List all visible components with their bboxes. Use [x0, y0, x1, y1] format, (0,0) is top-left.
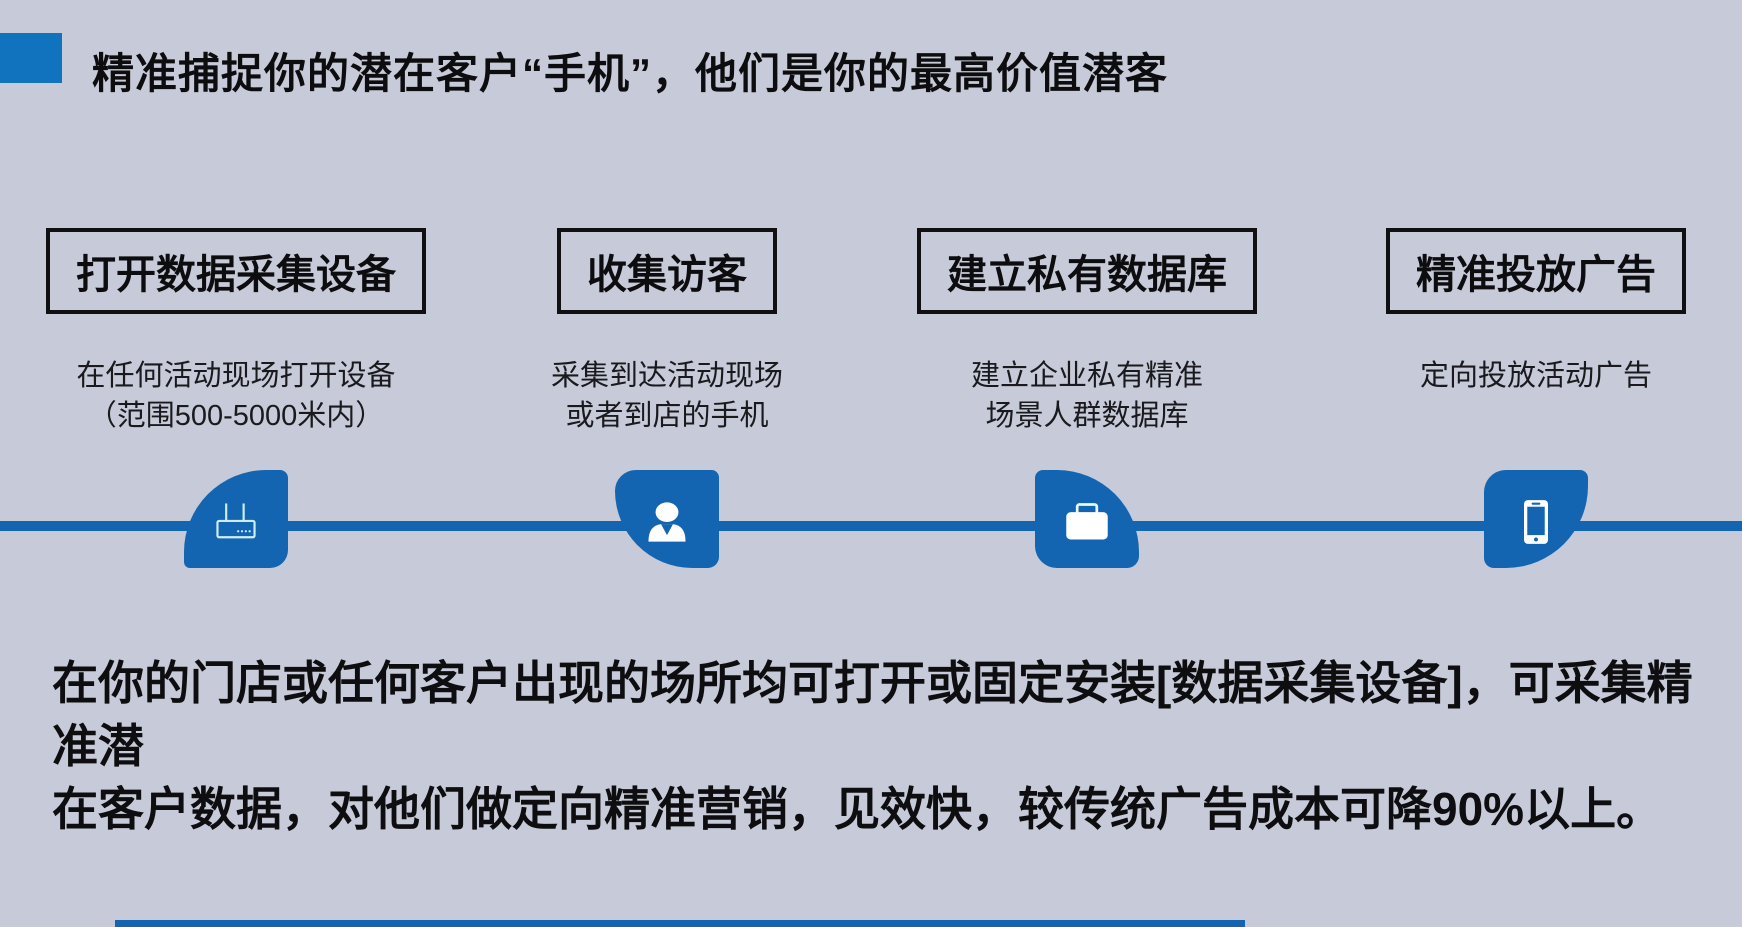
- summary-paragraph: 在你的门店或任何客户出现的场所均可打开或固定安装[数据采集设备]，可采集精准潜 …: [52, 652, 1722, 841]
- visitor-icon: [648, 502, 686, 542]
- step-column-2: 收集访客 采集到达活动现场 或者到店的手机: [447, 228, 887, 436]
- step2-title: 收集访客: [587, 253, 747, 297]
- phone-icon: [1524, 500, 1548, 544]
- summary-line1: 在你的门店或任何客户出现的场所均可打开或固定安装[数据采集设备]，可采集精准潜: [52, 657, 1693, 772]
- bottom-accent-bar: [115, 920, 1245, 927]
- briefcase-icon: [1066, 503, 1108, 540]
- step4-desc-line1: 定向投放活动广告: [1419, 360, 1652, 392]
- step2-desc-line1: 采集到达活动现场: [550, 360, 783, 392]
- timeline-line: [0, 521, 1742, 531]
- step3-title-box: 建立私有数据库: [917, 228, 1257, 314]
- step1-title-box: 打开数据采集设备: [46, 228, 426, 314]
- step3-desc-line1: 建立企业私有精准: [970, 360, 1203, 392]
- step1-desc-line1: 在任何活动现场打开设备: [76, 360, 396, 392]
- step2-description: 采集到达活动现场 或者到店的手机: [447, 356, 887, 436]
- step4-title: 精准投放广告: [1416, 253, 1656, 297]
- summary-line2: 在客户数据，对他们做定向精准营销，见效快，较传统广告成本可降90%以上。: [52, 783, 1663, 835]
- step1-desc-line2: （范围500-5000米内）: [87, 400, 385, 432]
- router-icon: [216, 503, 256, 539]
- step2-title-box: 收集访客: [557, 228, 777, 314]
- step3-desc-line2: 场景人群数据库: [985, 400, 1189, 432]
- step1-petal: [184, 470, 288, 568]
- step2-petal: [615, 470, 719, 568]
- timeline: [0, 455, 1742, 615]
- step2-desc-line2: 或者到店的手机: [565, 400, 769, 432]
- step3-petal: [1035, 470, 1139, 568]
- step1-title: 打开数据采集设备: [76, 253, 396, 297]
- step-column-4: 精准投放广告 定向投放活动广告: [1316, 228, 1742, 396]
- step4-description: 定向投放活动广告: [1316, 356, 1742, 396]
- step4-title-box: 精准投放广告: [1386, 228, 1686, 314]
- step4-petal: [1484, 470, 1588, 568]
- page-title: 精准捕捉你的潜在客户“手机”，他们是你的最高价值潜客: [92, 50, 1169, 97]
- step3-description: 建立企业私有精准 场景人群数据库: [867, 356, 1307, 436]
- accent-square: [0, 33, 62, 83]
- step3-title: 建立私有数据库: [947, 253, 1227, 297]
- step-column-3: 建立私有数据库 建立企业私有精准 场景人群数据库: [867, 228, 1307, 436]
- step1-description: 在任何活动现场打开设备 （范围500-5000米内）: [16, 356, 456, 436]
- step-column-1: 打开数据采集设备 在任何活动现场打开设备 （范围500-5000米内）: [16, 228, 456, 436]
